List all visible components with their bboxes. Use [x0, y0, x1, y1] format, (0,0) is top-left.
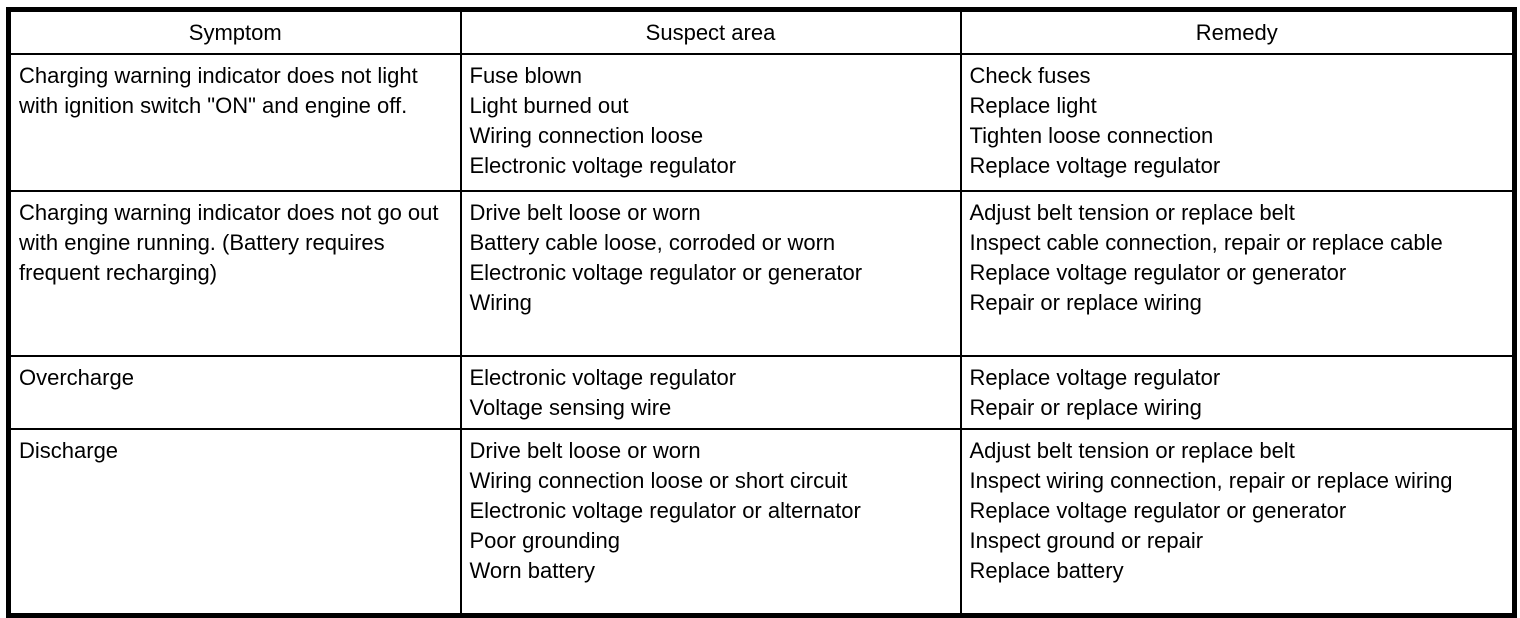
remedy-item: Inspect wiring connection, repair or rep… — [969, 468, 1453, 493]
remedy-cell: Replace voltage regulator Repair or repl… — [959, 355, 1516, 430]
header-row: Symptom Suspect area Remedy — [7, 8, 1516, 55]
suspect-item: Worn battery — [469, 558, 596, 583]
suspect-area-cell: Electronic voltage regulator Voltage sen… — [459, 355, 962, 430]
column-header-remedy: Remedy — [959, 8, 1516, 55]
remedy-item: Replace voltage regulator or generator — [969, 498, 1347, 523]
table-row: Charging warning indicator does not go o… — [7, 190, 1516, 357]
suspect-item: Fuse blown — [469, 63, 583, 88]
suspect-item: Electronic voltage regulator or generato… — [469, 260, 863, 285]
suspect-item: Drive belt loose or worn — [469, 200, 701, 225]
remedy-item: Inspect cable connection, repair or repl… — [969, 230, 1443, 255]
remedy-item: Check fuses — [969, 63, 1091, 88]
remedy-cell: Adjust belt tension or replace belt Insp… — [959, 428, 1516, 616]
table-row: Overcharge Electronic voltage regulator … — [7, 355, 1516, 430]
troubleshooting-table: Symptom Suspect area Remedy Charging war… — [6, 7, 1517, 618]
suspect-area-cell: Drive belt loose or worn Battery cable l… — [459, 190, 962, 357]
remedy-item: Repair or replace wiring — [969, 290, 1202, 315]
suspect-item: Wiring connection loose — [469, 123, 704, 148]
remedy-cell: Adjust belt tension or replace belt Insp… — [959, 190, 1516, 357]
remedy-item: Replace voltage regulator — [969, 365, 1221, 390]
symptom-cell: Discharge — [7, 428, 462, 616]
symptom-text: Overcharge — [19, 365, 134, 390]
remedy-item: Adjust belt tension or replace belt — [969, 438, 1295, 463]
remedy-item: Inspect ground or repair — [969, 528, 1204, 553]
table-row: Discharge Drive belt loose or worn Wirin… — [7, 428, 1516, 616]
suspect-item: Electronic voltage regulator — [469, 153, 737, 178]
remedy-item: Repair or replace wiring — [969, 395, 1202, 420]
column-header-suspect-area: Suspect area — [459, 8, 962, 55]
suspect-area-cell: Fuse blown Light burned out Wiring conne… — [459, 53, 962, 192]
suspect-item: Voltage sensing wire — [469, 395, 672, 420]
remedy-item: Replace voltage regulator or generator — [969, 260, 1347, 285]
remedy-item: Tighten loose connection — [969, 123, 1214, 148]
symptom-cell: Charging warning indicator does not go o… — [7, 190, 462, 357]
remedy-item: Adjust belt tension or replace belt — [969, 200, 1295, 225]
symptom-text: Charging warning indicator does not go o… — [19, 200, 439, 285]
suspect-item: Wiring — [469, 290, 532, 315]
table-row: Charging warning indicator does not ligh… — [7, 53, 1516, 192]
suspect-item: Wiring connection loose or short circuit — [469, 468, 848, 493]
symptom-cell: Charging warning indicator does not ligh… — [7, 53, 462, 192]
remedy-item: Replace battery — [969, 558, 1124, 583]
suspect-area-cell: Drive belt loose or worn Wiring connecti… — [459, 428, 962, 616]
symptom-cell: Overcharge — [7, 355, 462, 430]
suspect-item: Battery cable loose, corroded or worn — [469, 230, 836, 255]
suspect-item: Electronic voltage regulator or alternat… — [469, 498, 861, 523]
column-header-symptom: Symptom — [7, 8, 462, 55]
symptom-text: Discharge — [19, 438, 119, 463]
remedy-item: Replace voltage regulator — [969, 153, 1221, 178]
symptom-text: Charging warning indicator does not ligh… — [19, 63, 418, 118]
suspect-item: Poor grounding — [469, 528, 620, 553]
remedy-cell: Check fuses Replace light Tighten loose … — [959, 53, 1516, 192]
suspect-item: Electronic voltage regulator — [469, 365, 737, 390]
suspect-item: Light burned out — [469, 93, 629, 118]
remedy-item: Replace light — [969, 93, 1097, 118]
suspect-item: Drive belt loose or worn — [469, 438, 701, 463]
